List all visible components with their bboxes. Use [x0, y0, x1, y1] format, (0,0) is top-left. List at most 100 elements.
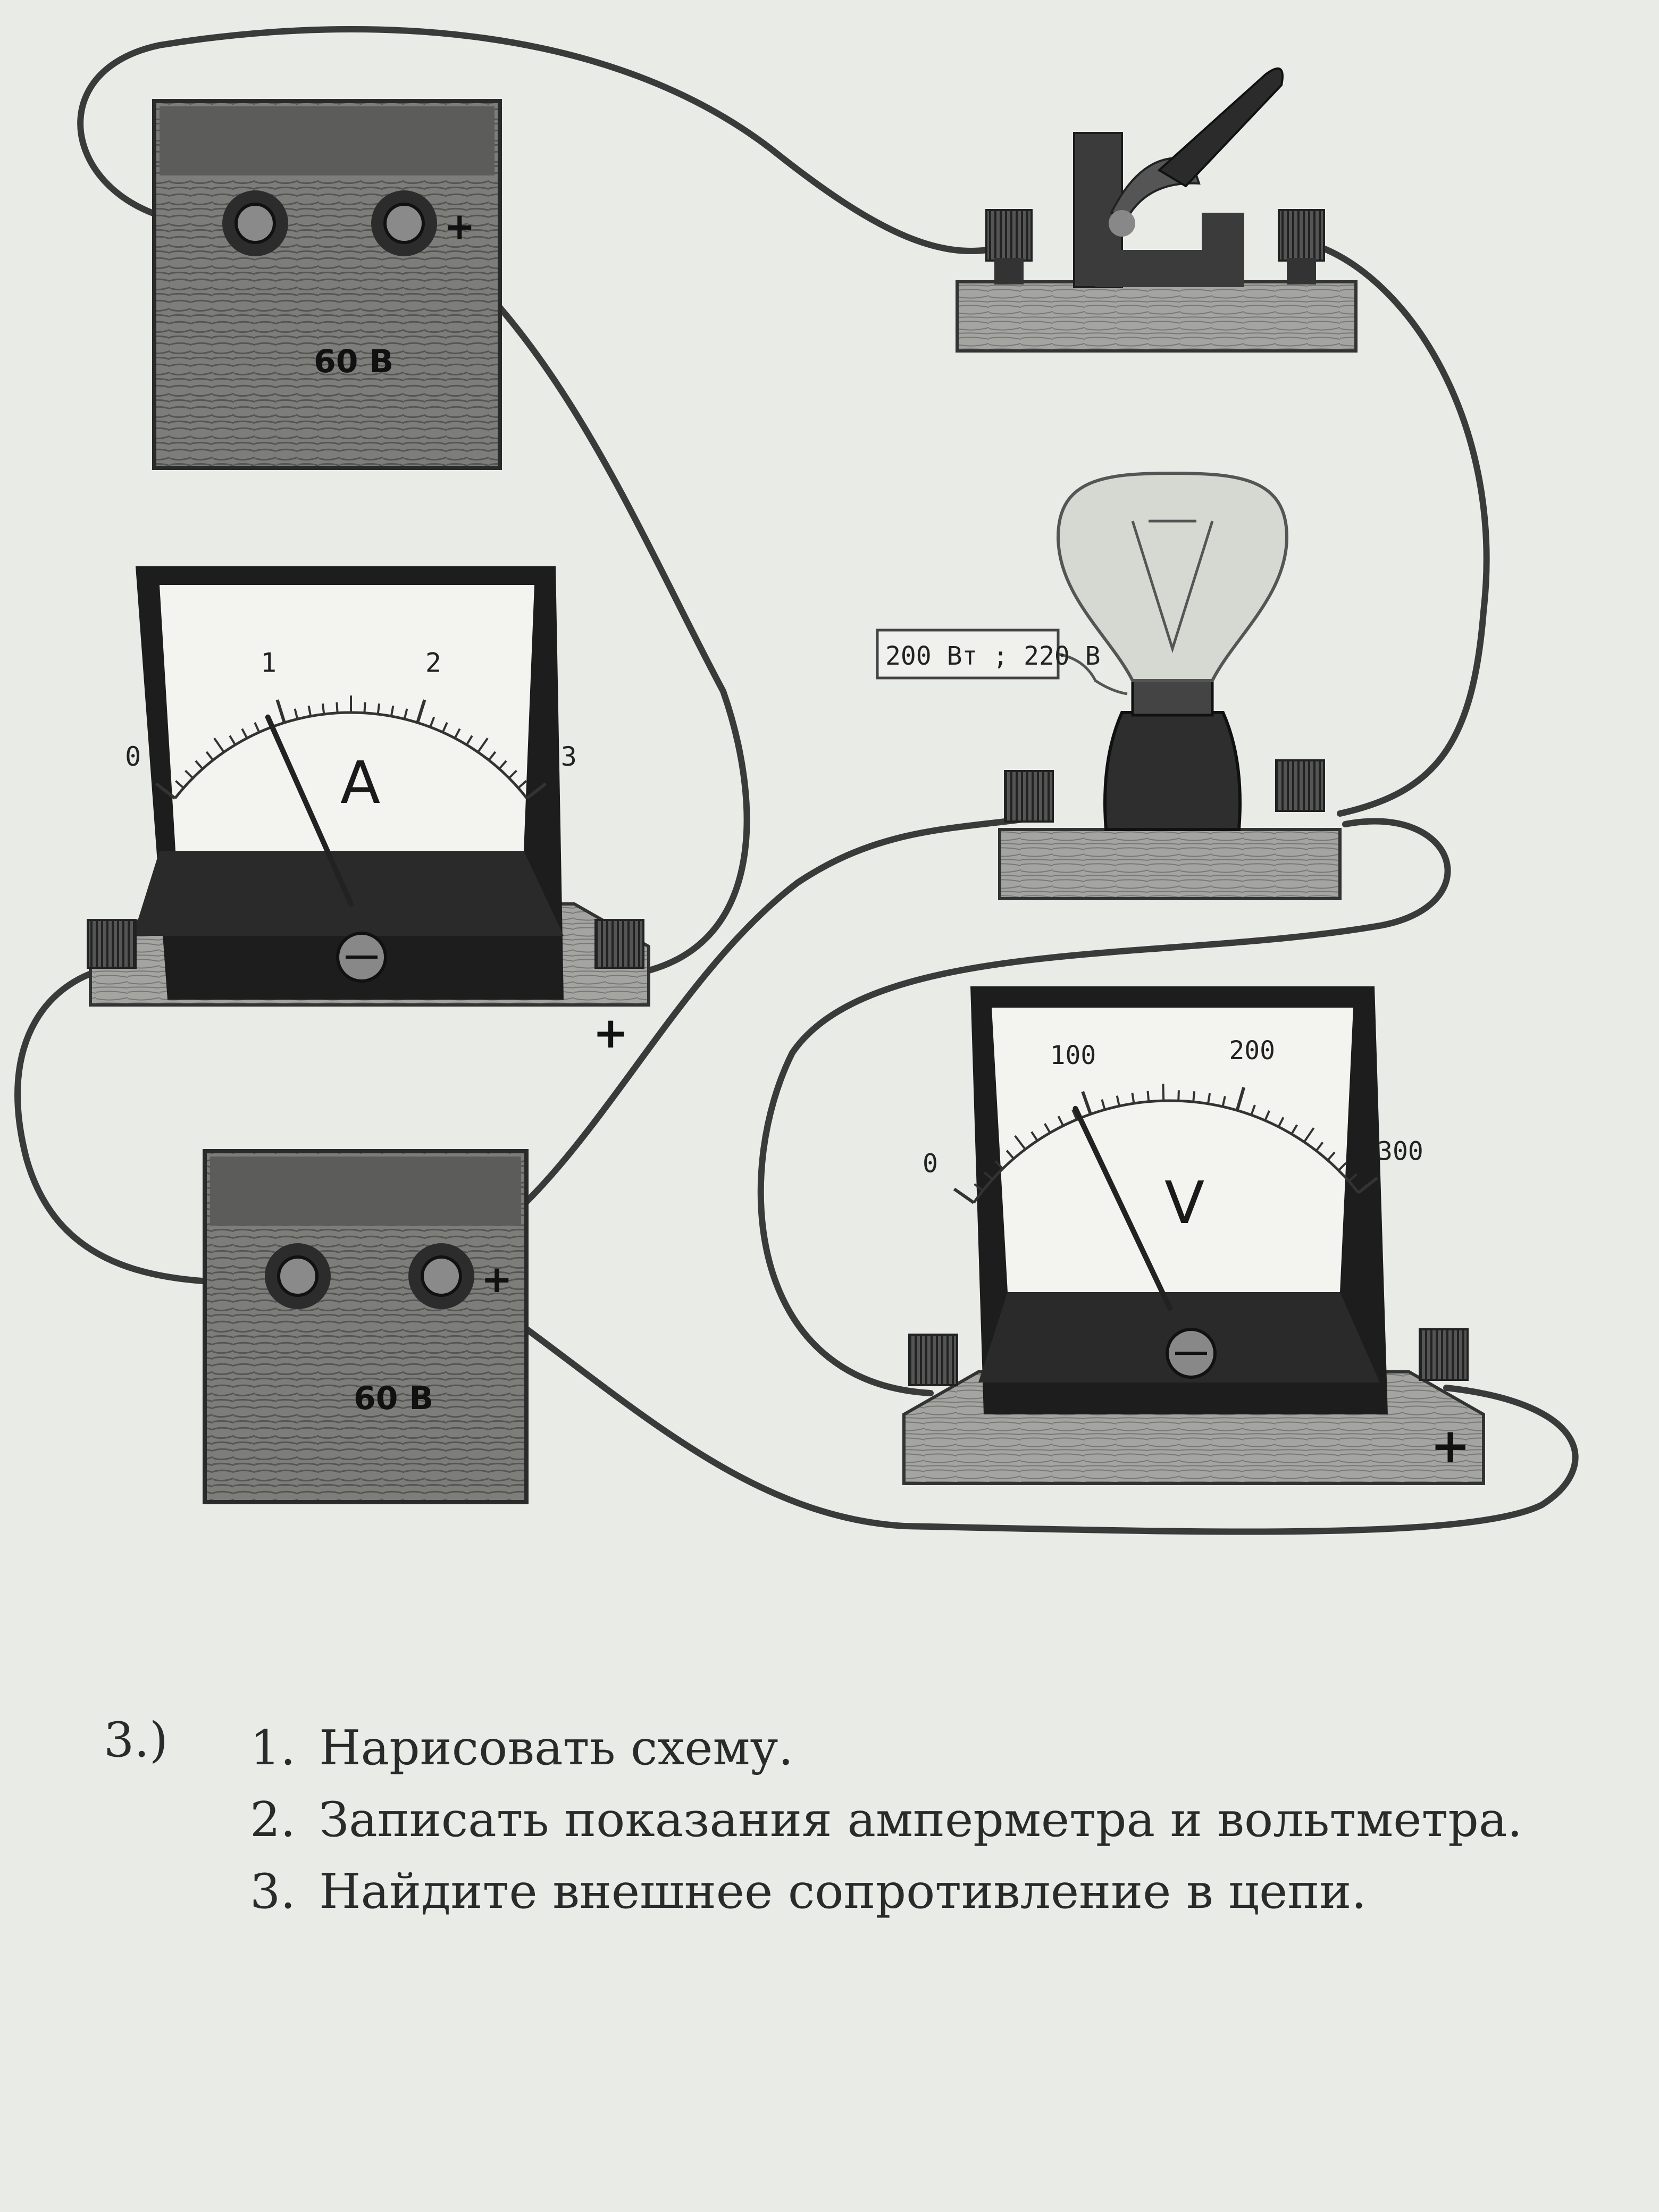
meter-scale-tick — [1348, 1173, 1358, 1182]
ammeter-zero-adjust[interactable] — [336, 932, 387, 983]
meter-scale-tick — [1264, 1110, 1270, 1121]
meter-scale-arc — [174, 711, 528, 799]
meter-tick-label: 1 — [261, 648, 276, 678]
meter-scale-tick — [1303, 1127, 1315, 1143]
battery-bottom-voltage-label: 60 В — [354, 1380, 433, 1417]
meter-scale-tick — [517, 780, 527, 789]
meter-scale-tick — [1101, 1099, 1106, 1110]
meter-scale-arc — [973, 1099, 1360, 1204]
meter-scale-tick — [454, 728, 461, 739]
meter-scale-tick — [974, 1183, 984, 1192]
meter-scale-tick — [275, 699, 286, 723]
task-item-text: Нарисовать схему. — [319, 1720, 794, 1776]
meter-scale-tick — [508, 769, 517, 779]
switch-handle[interactable] — [1157, 67, 1284, 188]
switch-terminal-right[interactable] — [1278, 209, 1325, 284]
voltmeter-terminal-right[interactable] — [1419, 1328, 1469, 1381]
meter-scale-tick — [1071, 1109, 1078, 1120]
meter-tick-label: 0 — [923, 1149, 938, 1179]
meter-scale-tick — [363, 702, 366, 713]
meter-scale-tick — [429, 716, 435, 728]
knife-switch[interactable] — [956, 67, 1358, 353]
wire-top-battery-to-ammeter — [406, 220, 750, 979]
lamp-terminal-left[interactable] — [1004, 770, 1054, 823]
ammeter-plus-sign: + — [593, 1008, 629, 1058]
meter-scale-tick — [294, 708, 299, 719]
meter-scale-tick — [155, 782, 176, 800]
meter-scale-tick — [1057, 1116, 1065, 1127]
meter-tick-label: 200 — [1229, 1036, 1275, 1066]
meter-scale-tick — [185, 769, 194, 779]
meter-scale-tick — [1291, 1124, 1298, 1135]
circuit-diagram: + 60 В 0 1 2 3 A — [14, 26, 1579, 1535]
meter-scale-tick — [984, 1171, 993, 1180]
meter-scale-tick — [174, 780, 185, 789]
meter-scale-tick — [1327, 1151, 1336, 1161]
meter-scale-tick — [953, 1187, 975, 1204]
meter-scale-tick — [195, 760, 204, 770]
meter-scale-tick — [1146, 1091, 1150, 1102]
meter-scale-tick — [1235, 1087, 1246, 1111]
meter-scale-tick — [1338, 1162, 1347, 1171]
battery-bottom: + 60 В — [203, 1149, 529, 1504]
voltmeter-terminal-left[interactable] — [908, 1334, 958, 1386]
battery-top-terminal-negative[interactable] — [222, 190, 288, 256]
meter-scale-tick — [229, 735, 237, 745]
task-item: 2.Записать показания амперметра и вольтм… — [250, 1784, 1522, 1856]
meter-tick-label: 100 — [1050, 1041, 1096, 1070]
battery-bottom-terminal-negative[interactable] — [265, 1243, 331, 1309]
ammeter-terminal-left[interactable] — [87, 919, 137, 969]
ammeter: 0 1 2 3 A + — [87, 566, 650, 1058]
meter-tick-label: 3 — [561, 741, 577, 772]
task-item: 3. Найдите внешнее сопротивление в цепи. — [250, 1856, 1522, 1928]
meter-scale-tick — [241, 728, 248, 739]
meter-scale-tick — [1030, 1131, 1038, 1142]
meter-scale-tick — [1044, 1123, 1051, 1134]
meter-scale-tick — [213, 738, 225, 753]
voltmeter-zero-adjust[interactable] — [1166, 1328, 1217, 1379]
meter-scale-tick — [254, 722, 261, 733]
battery-bottom-plus-sign: + — [481, 1258, 513, 1301]
meter-scale-tick — [390, 705, 395, 717]
meter-scale-tick — [321, 703, 325, 715]
lamp-terminal-right[interactable] — [1275, 759, 1325, 812]
lamp-rating-label: 200 Вт ; 220 В — [885, 641, 1101, 671]
meter-scale-tick — [1221, 1096, 1226, 1107]
wire-bottom-battery-to-voltmeter — [449, 1273, 1579, 1535]
task-list: 1. Нарисовать схему. 2.Записать показания… — [250, 1712, 1522, 1928]
meter-scale-tick — [488, 751, 497, 761]
battery-bottom-terminal-positive[interactable] — [408, 1243, 474, 1309]
task-item-number: 1. — [250, 1720, 296, 1776]
lamp-bulb — [1056, 471, 1289, 682]
meter-scale-tick — [403, 708, 408, 719]
task-item-number: 3. — [250, 1864, 296, 1920]
meter-scale-tick — [1081, 1091, 1092, 1115]
voltmeter-needle — [1073, 1105, 1172, 1311]
ammeter-symbol: A — [340, 749, 380, 817]
task-item-text: Найдите внешнее сопротивление в цепи. — [319, 1864, 1367, 1920]
meter-scale-tick — [498, 760, 507, 770]
battery-top-plus-sign: + — [444, 205, 475, 248]
meter-scale-tick — [1357, 1176, 1378, 1194]
task-item: 1. Нарисовать схему. — [250, 1712, 1522, 1784]
meter-tick-label: 0 — [125, 741, 141, 772]
meter-scale-tick — [1315, 1142, 1324, 1152]
lamp-rating-box — [876, 629, 1060, 680]
wire-bottom-battery-to-lamp — [449, 816, 1029, 1263]
wire-switch-to-lamp — [1310, 241, 1490, 817]
meter-tick-label: 2 — [425, 648, 441, 678]
battery-top-terminal-positive[interactable] — [371, 190, 437, 256]
switch-terminal-left[interactable] — [985, 209, 1033, 284]
meter-scale-tick — [376, 703, 381, 715]
wire-ammeter-to-bottom-battery — [14, 965, 285, 1286]
meter-scale-tick — [416, 699, 426, 723]
meter-scale-tick — [307, 705, 312, 717]
wire-top-battery-to-switch — [77, 26, 1013, 254]
meter-scale-tick — [1014, 1135, 1026, 1150]
ammeter-terminal-right[interactable] — [594, 919, 644, 969]
task-item-number: 2. — [250, 1792, 296, 1848]
battery-top-voltage-label: 60 В — [314, 343, 393, 380]
